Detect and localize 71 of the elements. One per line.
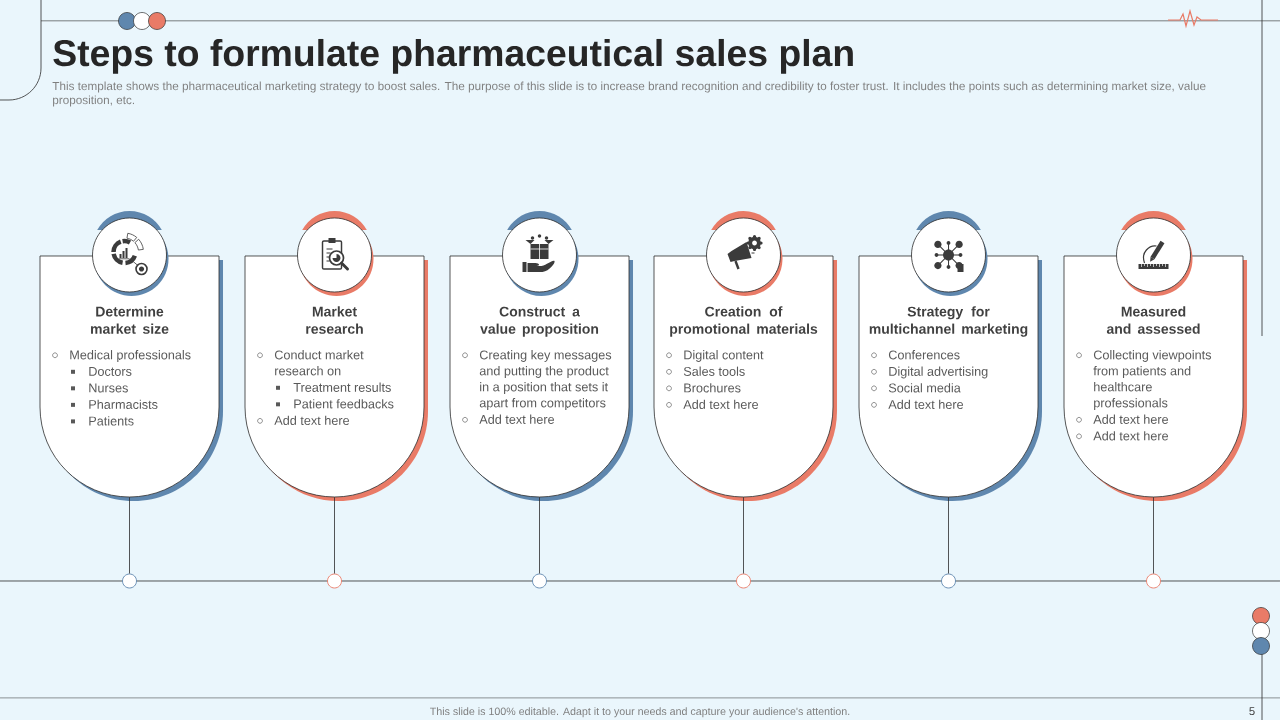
card-heading: Creation of promotional materials: [670, 306, 818, 337]
list-item: Add text here: [479, 414, 555, 424]
list-item: Add text here: [888, 399, 964, 409]
timeline-dot: [736, 573, 751, 589]
connector-line: [129, 496, 130, 574]
card-heading: Determine market size: [91, 306, 169, 334]
card-heading: Market research: [306, 306, 363, 334]
square-bullet: [71, 369, 75, 374]
timeline-line: [546, 580, 737, 582]
timeline-dot: [941, 573, 956, 589]
page-number: 5: [1249, 707, 1255, 716]
list-item: Add text here: [274, 415, 350, 425]
list-item: Nurses: [89, 383, 128, 393]
list-item: Add text here: [1093, 431, 1169, 441]
timeline-dot: [1146, 573, 1161, 589]
list-item: Treatment results: [293, 382, 391, 392]
hollow-bullet: [666, 402, 672, 408]
list-item: Brochures: [684, 383, 741, 393]
list-item: Pharmacists: [89, 399, 158, 409]
hollow-bullet: [1076, 352, 1082, 358]
list-item: Conduct market research on: [274, 350, 364, 376]
hollow-bullet: [871, 385, 877, 392]
connector-line: [1153, 496, 1154, 574]
timeline-line: [955, 580, 1147, 582]
connector-line: [948, 496, 949, 574]
hollow-bullet: [1076, 433, 1082, 440]
list-item: Sales tools: [683, 366, 745, 376]
list-item: Add text here: [1093, 414, 1169, 424]
hollow-bullet: [462, 352, 468, 358]
list-item: Doctors: [89, 367, 132, 376]
hollow-bullet: [257, 352, 263, 358]
hollow-bullet: [257, 418, 263, 424]
hollow-bullet: [1076, 417, 1082, 423]
list-item: Add text here: [683, 399, 759, 409]
square-bullet: [276, 402, 280, 407]
timeline-line: [750, 580, 942, 582]
square-bullet: [71, 386, 75, 391]
list-item: Digital advertising: [889, 366, 988, 379]
hollow-bullet: [666, 352, 672, 358]
list-item: Creating key messages and putting the product in a position that sets it apart from competitors: [479, 350, 612, 410]
footer-note: This slide is 100% editable. Adapt it to your needs and capture your audience's attention.: [430, 707, 850, 718]
hollow-bullet: [871, 402, 877, 408]
card-heading: Strategy for multichannel marketing: [869, 306, 1028, 337]
timeline-line: [341, 580, 533, 582]
connector-line: [539, 496, 540, 574]
description-text: This template shows the pharmaceutical marketing strategy to boost sales. The purpose of this slide is to increase brand recognition and credibility to foster trust. It includes the points such as determining market size, value proposition, etc.: [52, 81, 1206, 107]
timeline-line: [136, 580, 328, 582]
hollow-bullet: [462, 417, 468, 423]
slide-title: Steps to formulate pharmaceutical sales plan: [53, 38, 853, 74]
list-item: Conferences: [888, 350, 960, 360]
timeline-dot: [122, 573, 137, 589]
connector-line: [743, 496, 744, 574]
hollow-bullet: [871, 369, 877, 375]
list-item: Social media: [888, 383, 961, 393]
connector-line: [334, 496, 335, 574]
hollow-bullet: [52, 352, 58, 358]
card-heading: Measured and assessed: [1106, 306, 1200, 334]
list-item: Patients: [89, 416, 134, 426]
list-item: Patient feedbacks: [294, 399, 394, 409]
hollow-bullet: [666, 385, 672, 392]
square-bullet: [276, 385, 280, 390]
hollow-bullet: [666, 369, 672, 375]
hollow-bullet: [871, 352, 877, 358]
square-bullet: [71, 419, 75, 424]
timeline-dot: [532, 573, 547, 589]
square-bullet: [71, 402, 75, 407]
timeline-dot: [327, 573, 342, 589]
list-item: Digital content: [684, 350, 764, 362]
list-item: Collecting viewpoints from patients and healthcare professionals: [1093, 350, 1212, 410]
list-item: Medical professionals: [70, 350, 191, 362]
card-heading: Construct a value proposition: [480, 306, 599, 337]
